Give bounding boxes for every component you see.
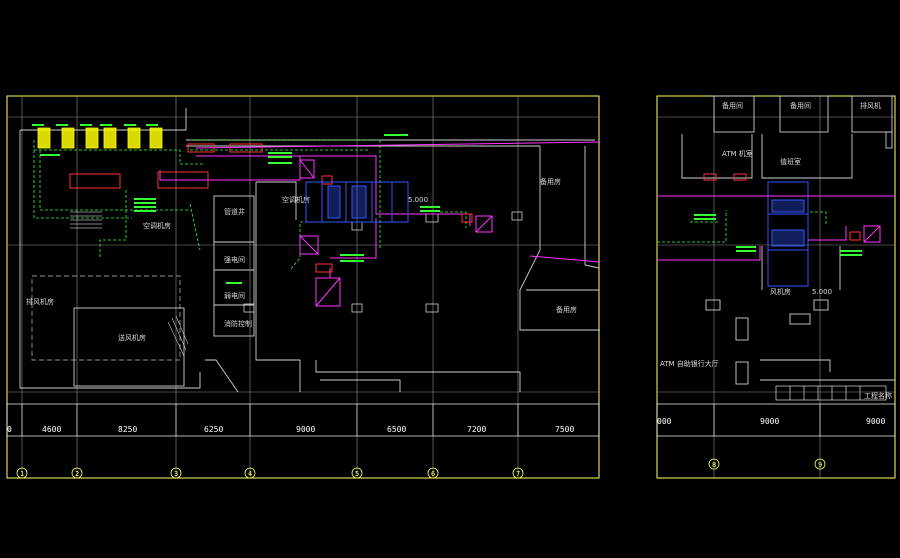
room-shaft-3: 弱电间 xyxy=(224,291,245,300)
left-dim-6: 7200 xyxy=(467,425,486,434)
room-spare-2: 备用房 xyxy=(556,305,577,314)
right-green-piping xyxy=(657,210,827,243)
right-magenta-piping xyxy=(657,195,895,261)
green-piping xyxy=(33,139,467,271)
left-dim-3: 6250 xyxy=(204,425,223,434)
left-axis-6: 6 xyxy=(431,470,435,478)
right-room-atm: ATM 机室 xyxy=(722,149,753,158)
left-axis-2: 2 xyxy=(75,470,79,478)
left-walls xyxy=(19,108,600,393)
right-dim-2: 9000 xyxy=(866,417,885,426)
room-shaft-2: 强电间 xyxy=(224,255,245,264)
room-fan: 送风机房 xyxy=(118,333,146,342)
left-dim-4: 9000 xyxy=(296,425,315,434)
right-dim-start: 000 xyxy=(657,417,672,426)
left-axis-1: 1 xyxy=(20,470,24,478)
room-shaft-4: 消防控制 xyxy=(224,319,252,328)
left-axis-3: 3 xyxy=(174,470,178,478)
right-sheet: 000 9000 9000 8 9 xyxy=(656,95,896,479)
left-dim-5: 6500 xyxy=(387,425,406,434)
left-axis-5: 5 xyxy=(355,470,359,478)
left-dim-start: 0 xyxy=(7,425,12,434)
right-room-lobby: ATM 自助银行大厅 xyxy=(660,359,719,368)
left-sheet-frame xyxy=(6,95,600,479)
left-axis-7: 7 xyxy=(516,470,520,478)
right-room-fan: 风机房 xyxy=(770,287,791,296)
right-room-exhaust: 排风机 xyxy=(860,101,881,110)
left-dim-2: 8250 xyxy=(118,425,137,434)
yellow-units xyxy=(37,127,163,149)
elevation-note: 5.000 xyxy=(408,196,428,204)
right-axis-8: 8 xyxy=(712,461,716,469)
room-exhaust: 排风机房 xyxy=(26,297,54,306)
room-spare-1: 备用房 xyxy=(540,177,561,186)
left-sheet: 0 4600 8250 6250 9000 6500 7200 7500 1 2… xyxy=(6,95,601,479)
right-axis-9: 9 xyxy=(818,461,822,469)
right-dim-1: 9000 xyxy=(760,417,779,426)
right-room-spare-1: 备用间 xyxy=(722,101,743,110)
room-ahu-a: 空调机房 xyxy=(143,221,171,230)
right-sheet-frame xyxy=(656,95,896,479)
right-room-duty: 值班室 xyxy=(780,157,801,166)
fan-units xyxy=(299,159,493,307)
red-equipment xyxy=(69,143,473,273)
blue-ahu xyxy=(305,181,409,223)
left-axis-4: 4 xyxy=(248,470,252,478)
room-plant: 空调机房 xyxy=(282,195,310,204)
room-shaft-1: 管道井 xyxy=(224,207,245,216)
left-dim-1: 4600 xyxy=(42,425,61,434)
right-room-spare-2: 备用间 xyxy=(790,101,811,110)
right-elevation: 5.000 xyxy=(812,288,832,296)
left-dim-7: 7500 xyxy=(555,425,574,434)
equipment-tags xyxy=(32,124,440,284)
right-legend-note: 工程名称 xyxy=(864,391,892,400)
